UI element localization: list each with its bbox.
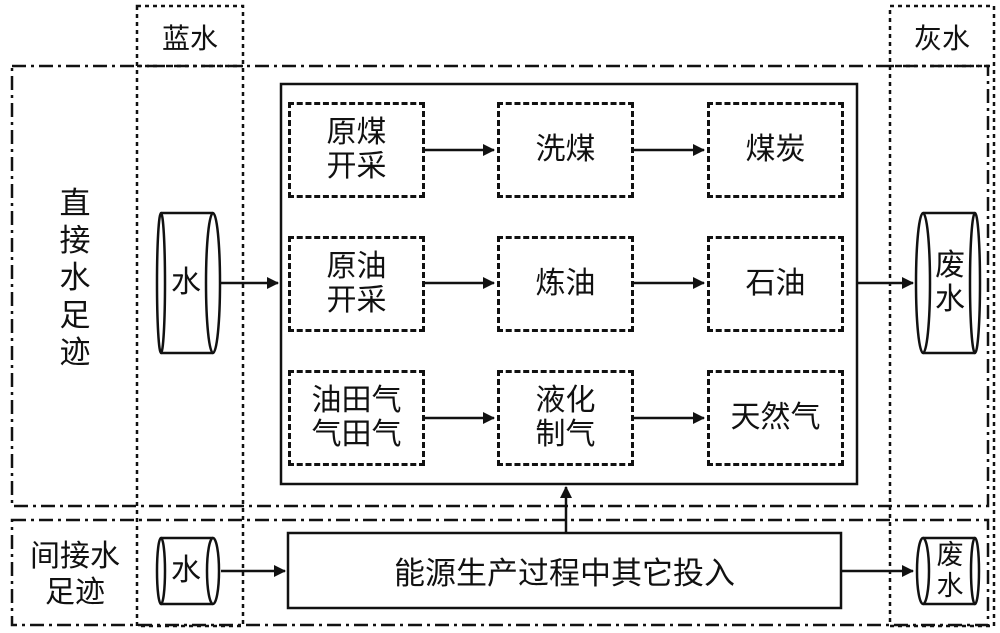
blue-water-title: 蓝水: [139, 14, 241, 60]
water-direct-label: 水: [171, 264, 201, 300]
coal-mining-box: 原煤 开采: [288, 102, 425, 198]
natural-gas-product-box: 天然气: [707, 370, 844, 466]
indirect-footprint-text: 间接水足迹: [30, 539, 120, 610]
direct-footprint-label: 直接水足迹: [59, 186, 91, 371]
coal-product-box: 煤炭: [707, 102, 844, 198]
coal-washing-box: 洗煤: [497, 102, 634, 198]
crude-oil-mining-box: 原油 开采: [288, 236, 425, 332]
waste-water-direct-label: 废 水: [935, 247, 965, 317]
waste-water-indirect-label: 废 水: [936, 539, 964, 602]
gas-liquefaction-box: 液化 制气: [497, 370, 634, 466]
indirect-footprint-label: 间接水足迹: [18, 530, 132, 620]
direct-footprint-region: [10, 64, 990, 508]
oil-product-box: 石油: [707, 236, 844, 332]
water-cylinder-direct: [155, 211, 222, 355]
water-cylinder-indirect: [155, 536, 221, 606]
gas-field-box: 油田气 气田气: [288, 370, 425, 466]
other-inputs-label: 能源生产过程中其它投入: [394, 556, 735, 592]
oil-refining-box: 炼油: [497, 236, 634, 332]
waste-cylinder-indirect: [915, 536, 981, 606]
water-indirect-label: 水: [171, 552, 201, 588]
indirect-footprint-region: [10, 518, 990, 627]
grey-water-title: 灰水: [892, 14, 992, 60]
blue-water-column: [135, 4, 245, 628]
grey-water-column: [888, 4, 996, 628]
other-inputs-box: [286, 531, 843, 610]
waste-cylinder-direct: [914, 211, 982, 355]
